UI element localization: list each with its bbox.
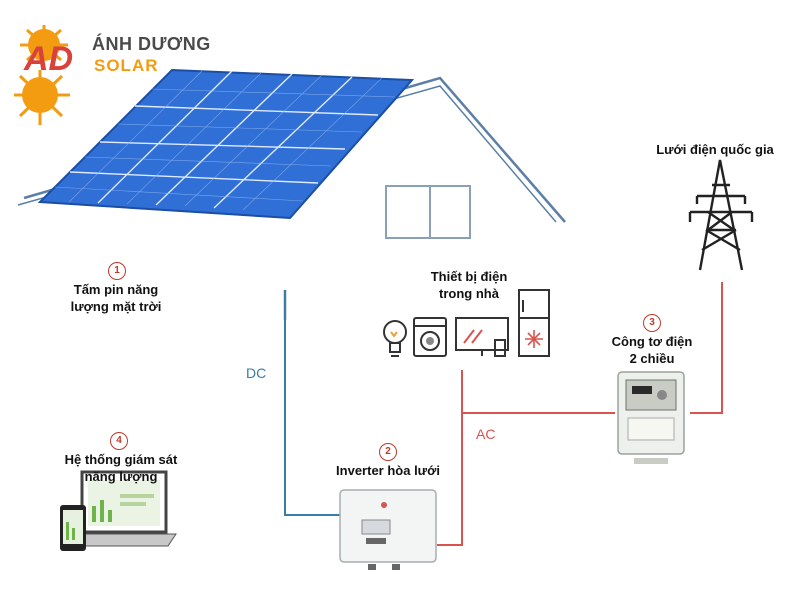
appliances-line1: Thiết bị điện [430, 269, 508, 284]
laptop-monitor-icon [71, 470, 177, 547]
electricity-meter-icon [617, 371, 685, 464]
dc-label: DC [246, 365, 267, 381]
component-3-label: Công tơ điện 2 chiều [600, 333, 704, 367]
solar-panel-array [37, 68, 415, 220]
component-1-line2: lượng mặt trời [70, 299, 162, 314]
phone-monitor-icon [60, 505, 86, 551]
component-4-label: Hệ thống giám sát năng lượng [56, 451, 186, 485]
component-4-line1: Hệ thống giám sát [64, 452, 178, 467]
dc-wire [284, 290, 340, 516]
brand-name: ÁNH DƯƠNG [92, 34, 211, 54]
component-2-badge: 2 [379, 443, 397, 461]
component-4-badge: 4 [110, 432, 128, 450]
brand-sun-logo [14, 25, 70, 125]
component-3-line1: Công tơ điện [611, 334, 693, 349]
grid-label: Lưới điện quốc gia [656, 142, 774, 157]
refrigerator-icon [518, 289, 550, 357]
brand-mark: AD [24, 40, 74, 78]
house-window [385, 185, 471, 239]
component-3-badge: 3 [643, 314, 661, 332]
ac-label: AC [476, 426, 496, 442]
washing-machine-icon [413, 317, 447, 357]
component-3-line2: 2 chiều [629, 351, 675, 366]
component-2-label: Inverter hòa lưới [336, 463, 440, 478]
component-1-line1: Tấm pin năng [73, 282, 159, 297]
light-bulb-icon [383, 320, 407, 357]
ac-wire [437, 282, 723, 546]
brand-subtitle: SOLAR [94, 56, 159, 75]
component-1-label: Tấm pin năng lượng mặt trời [60, 281, 172, 315]
appliances-line2: trong nhà [439, 286, 499, 301]
television-icon [455, 317, 509, 357]
component-4-line2: năng lượng [84, 469, 158, 484]
inverter-icon [339, 489, 437, 570]
power-tower-icon [688, 159, 754, 271]
appliances-label: Thiết bị điện trong nhà [414, 268, 524, 302]
component-1-badge: 1 [108, 262, 126, 280]
